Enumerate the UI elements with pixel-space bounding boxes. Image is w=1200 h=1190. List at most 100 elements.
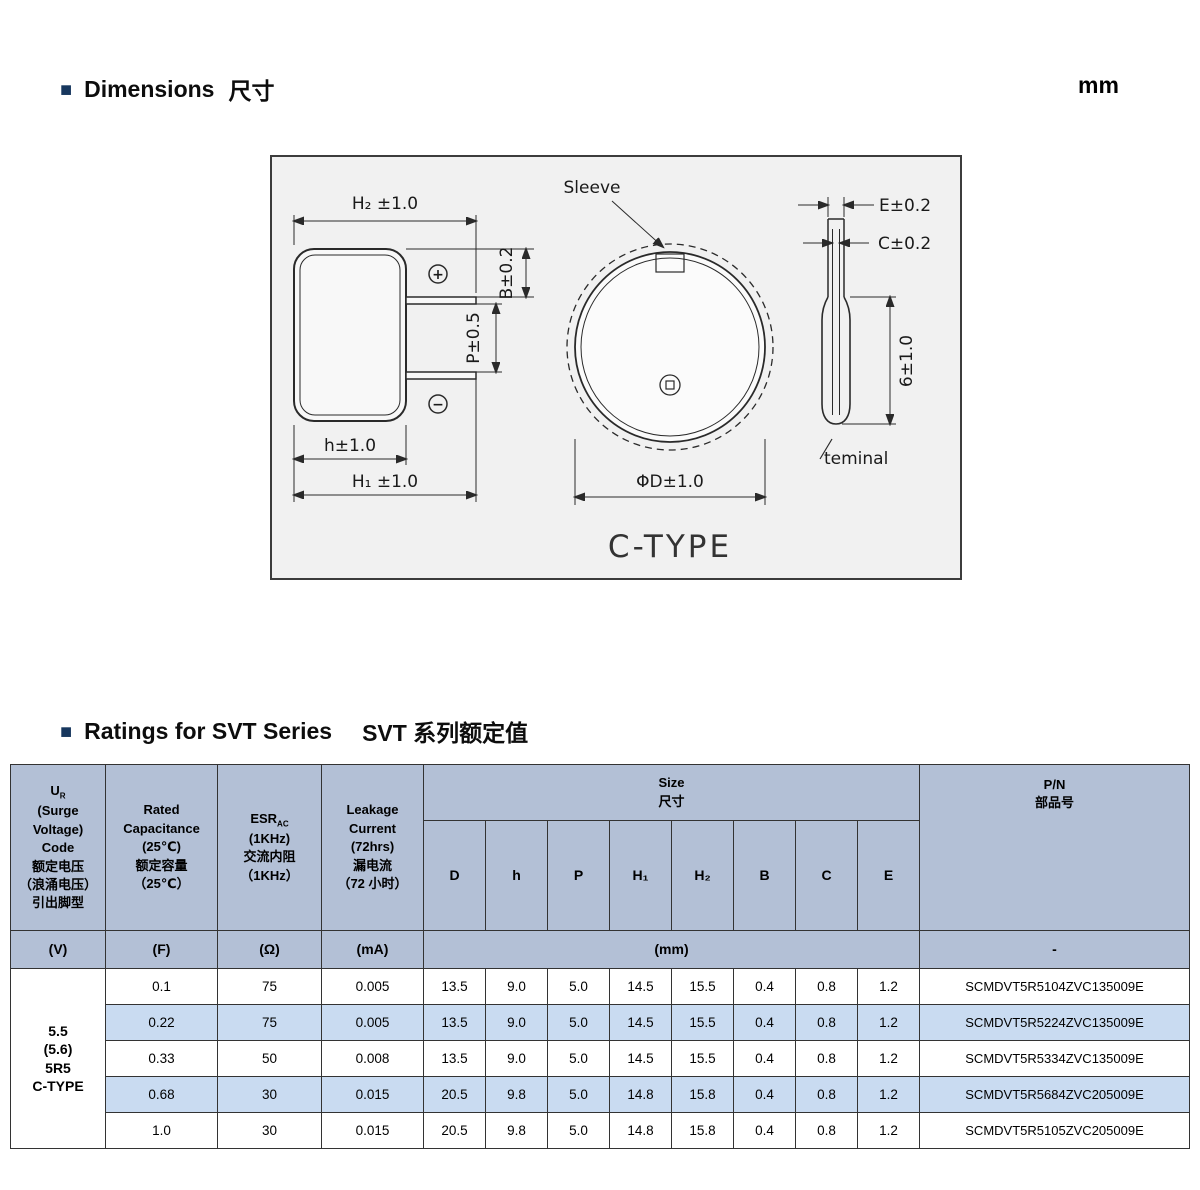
size-h1: 14.8 <box>609 1112 672 1149</box>
capacitance-value: 0.1 <box>105 968 218 1005</box>
table-row: 5.5 (5.6) 5R5 C-TYPE 0.1 75 0.005 13.5 9… <box>10 968 1190 1149</box>
size-c: 0.8 <box>795 968 858 1005</box>
header-voltage-code: UR (Surge Voltage) Code 额定电压 （浪涌电压） 引出脚型 <box>10 764 106 931</box>
positive-lead <box>405 296 477 305</box>
header-size-b: B <box>733 820 796 931</box>
side-view: + − H₂ ±1.0 B±0.2 P±0.5 h±1.0 <box>294 194 534 502</box>
dim-label-p: P±0.5 <box>464 312 484 364</box>
esr-value: 30 <box>217 1076 322 1113</box>
size-h: 9.0 <box>485 968 548 1005</box>
size-e: 1.2 <box>856 968 921 1005</box>
unit-part-number: - <box>919 930 1190 969</box>
dim-label-length: 6±1.0 <box>897 335 917 387</box>
size-p: 5.0 <box>547 1040 610 1077</box>
leakage-value: 0.008 <box>321 1040 424 1077</box>
unit-size: (mm) <box>422 930 921 969</box>
size-b: 0.4 <box>733 1076 796 1113</box>
size-b: 0.4 <box>733 1040 796 1077</box>
size-e: 1.2 <box>856 1112 921 1149</box>
size-c: 0.8 <box>795 1004 858 1041</box>
unit-esr: (Ω) <box>217 930 322 969</box>
dim-label-e: E±0.2 <box>879 196 931 216</box>
size-b: 0.4 <box>733 1004 796 1041</box>
minus-icon <box>428 394 448 414</box>
unit-capacitance: (F) <box>105 930 218 969</box>
dimensions-section-title: ■ Dimensions 尺寸 <box>60 72 274 106</box>
header-size-h: h <box>485 820 548 931</box>
header-capacitance: Rated Capacitance (25℃) 额定容量 （25℃） <box>105 764 218 931</box>
dim-label-c: C±0.2 <box>878 234 931 254</box>
header-size-e: E <box>856 820 921 931</box>
header-part-number: P/N 部品号 <box>919 764 1190 931</box>
size-e: 1.2 <box>856 1004 921 1041</box>
dim-label-h2: H₂ ±1.0 <box>352 194 418 214</box>
size-d: 13.5 <box>423 1004 486 1041</box>
part-number: SCMDVT5R5334ZVC135009E <box>919 1040 1190 1077</box>
ratings-table: UR (Surge Voltage) Code 额定电压 （浪涌电压） 引出脚型… <box>10 764 1190 1149</box>
unit-voltage: (V) <box>10 930 106 969</box>
size-p: 5.0 <box>547 1112 610 1149</box>
type-label: C-TYPE <box>608 529 732 565</box>
size-e: 1.2 <box>856 1040 921 1077</box>
dimensions-title-zh: 尺寸 <box>228 78 275 104</box>
size-h1: 14.5 <box>609 968 672 1005</box>
table-row: 1.0 30 0.015 20.5 9.8 5.0 14.8 15.8 0.4 … <box>10 1112 1190 1149</box>
terminal-view: E±0.2 C±0.2 6±1.0 teminal <box>798 196 931 469</box>
esr-value: 75 <box>217 968 322 1005</box>
negative-lead <box>405 371 477 380</box>
sleeve-seam <box>655 253 685 273</box>
size-h: 9.8 <box>485 1112 548 1149</box>
part-number: SCMDVT5R5684ZVC205009E <box>919 1076 1190 1113</box>
size-h: 9.0 <box>485 1040 548 1077</box>
size-c: 0.8 <box>795 1040 858 1077</box>
header-size-d: D <box>423 820 486 931</box>
size-c: 0.8 <box>795 1112 858 1149</box>
capacitance-value: 0.68 <box>105 1076 218 1113</box>
plus-symbol: + <box>432 267 444 283</box>
size-d: 13.5 <box>423 968 486 1005</box>
capacitance-value: 0.22 <box>105 1004 218 1041</box>
sleeve-label: Sleeve <box>564 178 621 198</box>
plus-icon <box>428 264 448 284</box>
size-h1: 14.5 <box>609 1040 672 1077</box>
capacitance-value: 1.0 <box>105 1112 218 1149</box>
part-number: SCMDVT5R5104ZVC135009E <box>919 968 1190 1005</box>
header-size-p: P <box>547 820 610 931</box>
leakage-value: 0.005 <box>321 1004 424 1041</box>
header-esr-symbol: ESRAC <box>250 810 289 829</box>
esr-value: 75 <box>217 1004 322 1041</box>
top-view: Sleeve ΦD±1.0 C-TYPE <box>564 178 774 565</box>
size-p: 5.0 <box>547 1076 610 1113</box>
voltage-code-cell: 5.5 (5.6) 5R5 C-TYPE <box>10 968 106 1149</box>
header-esr: ESRAC (1KHz) 交流内阻 （1KHz） <box>217 764 322 931</box>
part-number: SCMDVT5R5224ZVC135009E <box>919 1004 1190 1041</box>
size-h2: 15.5 <box>671 968 734 1005</box>
size-d: 20.5 <box>423 1076 486 1113</box>
size-p: 5.0 <box>547 968 610 1005</box>
dim-label-h: h±1.0 <box>324 436 376 456</box>
ratings-title-zh: SVT 系列额定值 <box>362 720 529 746</box>
size-c: 0.8 <box>795 1076 858 1113</box>
dim-label-h1: H₁ ±1.0 <box>352 472 418 492</box>
header-leakage: Leakage Current (72hrs) 漏电流 （72 小时） <box>321 764 424 931</box>
terminal-label: teminal <box>824 449 888 469</box>
ratings-section-title: ■ Ratings for SVT Series SVT 系列额定值 <box>60 714 528 748</box>
size-h: 9.0 <box>485 1004 548 1041</box>
square-bullet-icon: ■ <box>60 79 73 101</box>
leakage-value: 0.015 <box>321 1076 424 1113</box>
size-d: 13.5 <box>423 1040 486 1077</box>
size-e: 1.2 <box>856 1076 921 1113</box>
table-row: 0.68 30 0.015 20.5 9.8 5.0 14.8 15.8 0.4… <box>10 1076 1190 1113</box>
size-h2: 15.8 <box>671 1076 734 1113</box>
header-size-c: C <box>795 820 858 931</box>
header-voltage-symbol: UR <box>50 783 66 801</box>
table-row: 0.22 75 0.005 13.5 9.0 5.0 14.5 15.5 0.4… <box>10 1004 1190 1041</box>
capacitance-value: 0.33 <box>105 1040 218 1077</box>
table-row: 0.33 50 0.008 13.5 9.0 5.0 14.5 15.5 0.4… <box>10 1040 1190 1077</box>
header-size-h1: H₁ <box>609 820 672 931</box>
header-size-h2: H₂ <box>671 820 734 931</box>
size-h2: 15.5 <box>671 1004 734 1041</box>
square-bullet-icon: ■ <box>60 721 73 743</box>
dimension-drawing-svg: + − H₂ ±1.0 B±0.2 P±0.5 h±1.0 <box>272 178 931 565</box>
esr-value: 50 <box>217 1040 322 1077</box>
